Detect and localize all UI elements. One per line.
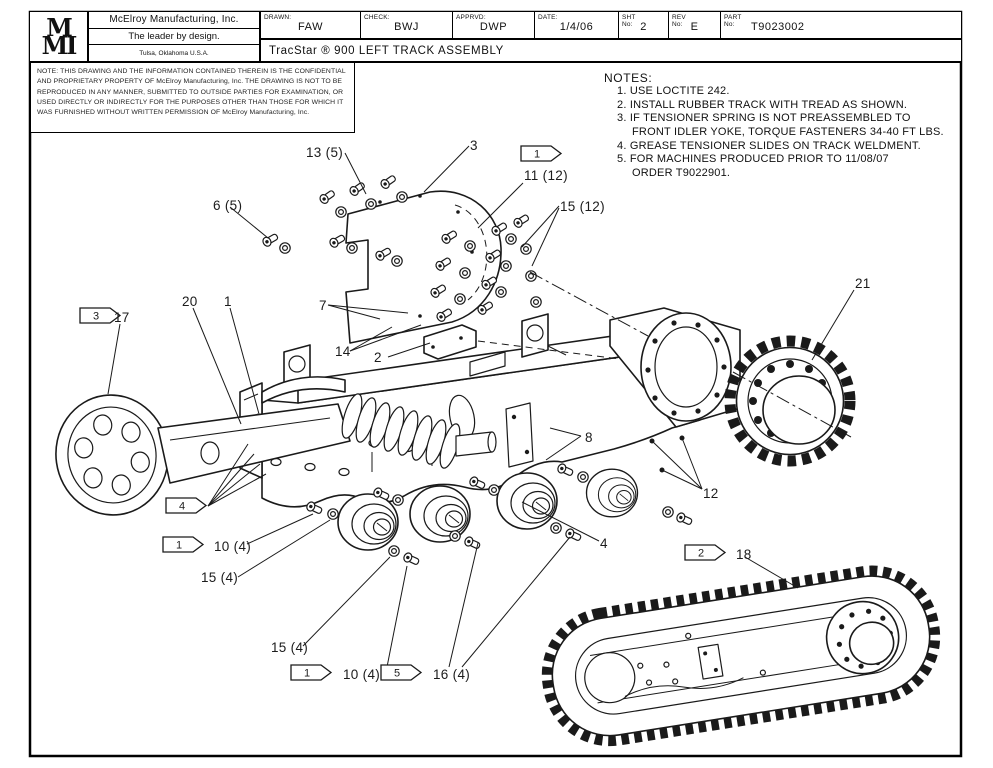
flag-idler: 3 <box>79 307 122 324</box>
svg-text:2: 2 <box>698 548 704 560</box>
title-fields: DRAWN: FAW CHECK: BWJ APPRVD: DWP DATE: … <box>261 12 961 61</box>
drawing-title: TracStar ® 900 LEFT TRACK ASSEMBLY <box>269 44 504 57</box>
callout-guard-washers: 14 <box>335 344 351 359</box>
note-line: 5. FOR MACHINES PRODUCED PRIOR TO 11/08/… <box>617 153 889 166</box>
callout-mid-washers: 15 (4) <box>271 640 308 655</box>
callout-pads: 8 <box>585 430 593 445</box>
mcelroy-logo: M MI <box>30 12 89 61</box>
callout-hub-washers: 15 (12) <box>560 199 605 214</box>
flag-hub-bolts: 1 <box>520 145 563 162</box>
callout-cover-hardware: 13 (5) <box>306 145 343 160</box>
note-line: 2. INSTALL RUBBER TRACK WITH TREAD AS SH… <box>617 98 908 111</box>
field-rev-no: REV No: E <box>669 12 721 38</box>
title-fields-row: DRAWN: FAW CHECK: BWJ APPRVD: DWP DATE: … <box>261 12 961 40</box>
svg-text:4: 4 <box>179 501 185 513</box>
callouts: 13 (5) 3 6 (5) 11 (12) 15 (12) 20 1 7 14… <box>114 138 871 682</box>
svg-text:1: 1 <box>534 149 540 161</box>
rubber-track <box>541 565 941 747</box>
flag-slides: 4 <box>165 497 208 514</box>
svg-text:3: 3 <box>93 311 99 323</box>
callout-mid-bolts: 10 (4) <box>343 667 380 682</box>
note-line: 4. GREASE TENSIONER SLIDES ON TRACK WELD… <box>617 139 921 152</box>
flag-mid-bolts: 1 <box>290 664 333 681</box>
callout-rollers: 16 (4) <box>433 667 470 682</box>
drive-hub <box>609 307 741 428</box>
note-line: 1. USE LOCTITE 242. <box>617 85 730 97</box>
callout-frame: 1 <box>224 294 232 309</box>
title-block: M MI McElroy Manufacturing, Inc. The lea… <box>30 12 961 63</box>
callout-track: 18 <box>736 547 752 562</box>
tension-spring <box>341 393 497 469</box>
field-apprvd: APPRVD: DWP <box>453 12 535 38</box>
callout-tension-screw: 20 <box>182 294 198 309</box>
notes-block: NOTES: 1. USE LOCTITE 242. 2. INSTALL RU… <box>604 71 949 180</box>
cover-plate <box>345 190 502 344</box>
field-drawn: DRAWN: FAW <box>261 12 361 38</box>
callout-guard: 2 <box>374 350 382 365</box>
callout-roller: 4 <box>600 536 608 551</box>
note-line: 3. IF TENSIONER SPRING IS NOT PREASSEMBL… <box>617 112 911 125</box>
callout-front-washers: 15 (4) <box>201 570 238 585</box>
note-flags: 1 3 4 1 1 5 2 <box>79 145 727 681</box>
company-tagline: The leader by design. <box>89 29 259 46</box>
logo-line-2: MI <box>41 30 78 60</box>
svg-text:5: 5 <box>394 668 400 680</box>
svg-text:1: 1 <box>304 668 310 680</box>
callout-idler: 17 <box>114 310 130 325</box>
sprocket <box>724 335 856 467</box>
callout-front-bolts: 10 (4) <box>214 539 251 554</box>
idler-assembly <box>55 394 351 516</box>
note-line-continuation: ORDER T9022901. <box>632 166 731 179</box>
fastener-cluster <box>260 173 649 337</box>
note-line-continuation: FRONT IDLER YOKE, TORQUE FASTENERS 34-40… <box>632 125 944 138</box>
confidential-note: NOTE: THIS DRAWING AND THE INFORMATION C… <box>31 63 355 133</box>
callout-cover-screws: 6 (5) <box>213 198 242 213</box>
logo-line-1: M <box>46 12 73 42</box>
field-date: DATE: 1/4/06 <box>535 12 619 38</box>
flag-track: 2 <box>684 544 727 561</box>
svg-text:1: 1 <box>176 540 182 552</box>
callout-guard-bolts: 7 <box>319 298 327 313</box>
company-name: McElroy Manufacturing, Inc. <box>89 12 259 29</box>
field-part-no: PART No: T9023002 <box>724 14 805 33</box>
callout-cover-plate: 3 <box>470 138 478 153</box>
field-check: CHECK: BWJ <box>361 12 453 38</box>
company-cell: McElroy Manufacturing, Inc. The leader b… <box>89 12 261 61</box>
notes-heading: NOTES: <box>604 71 653 85</box>
leader-lines <box>107 145 855 673</box>
callout-fittings: 12 <box>703 486 719 501</box>
flag-front-bolts: 1 <box>162 536 205 553</box>
callout-hub-bolts: 11 (12) <box>524 168 568 183</box>
company-location: Tulsa, Oklahoma U.S.A. <box>139 49 209 57</box>
flag-rollers: 5 <box>380 664 423 681</box>
callout-sprocket: 21 <box>855 276 871 291</box>
field-sheet-no: SHT No: 2 <box>619 12 669 38</box>
